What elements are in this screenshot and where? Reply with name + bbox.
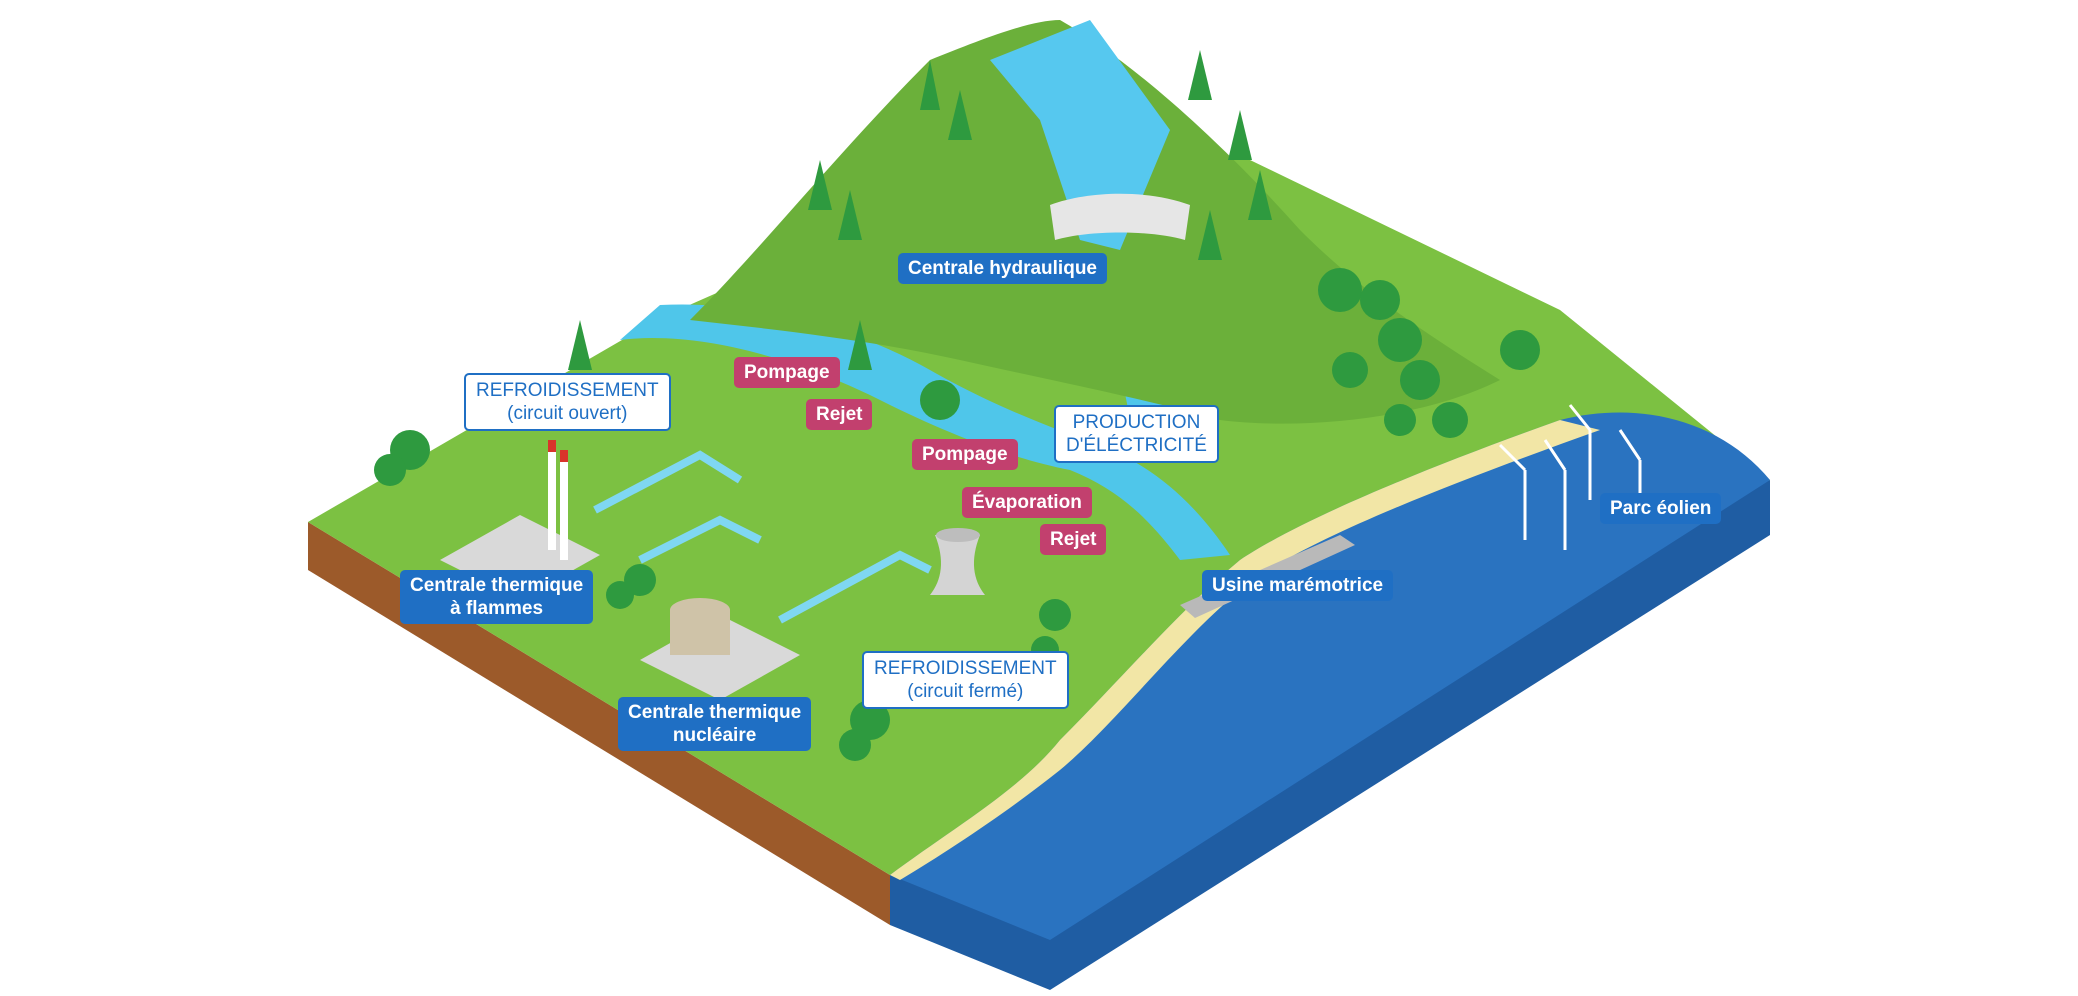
cooling-closed-label: REFROIDISSEMENT (circuit fermé) [862,651,1069,709]
sea [890,412,1770,940]
hydro-plant-label-text: Centrale hydraulique [908,258,1097,279]
nuclear-plant-buildings [640,598,800,700]
discharge-label-2: Rejet [1040,524,1107,555]
production-line1: PRODUCTION [1072,412,1201,433]
dam [1050,193,1190,240]
pumping-label-2-text: Pompage [922,444,1008,465]
cooling-closed-line1: REFROIDISSEMENT [874,658,1057,679]
nuclear-plant-label: Centrale thermique nucléaire [618,697,812,751]
flame-plant-line2: à flammes [450,598,544,619]
pumping-label-1: Pompage [734,357,840,388]
beach [890,420,1600,880]
cooling-open-label: REFROIDISSEMENT (circuit ouvert) [464,373,671,431]
production-label: PRODUCTION D'ÉLÉCTRICITÉ [1054,405,1219,463]
mountain-valley [990,20,1170,250]
wind-farm-label-text: Parc éolien [1610,498,1712,519]
discharge-label-1-text: Rejet [816,404,863,425]
flame-plant-label: Centrale thermique à flammes [400,570,594,624]
nuclear-plant-line2: nucléaire [672,725,757,746]
trees [374,50,1540,761]
river [620,304,1230,560]
discharge-label-2-text: Rejet [1050,529,1097,550]
tidal-plant-label: Usine marémotrice [1202,570,1394,601]
tidal-plant-label-text: Usine marémotrice [1212,575,1384,596]
production-line2: D'ÉLÉCTRICITÉ [1066,435,1207,456]
discharge-label-1: Rejet [806,399,873,430]
hydro-plant-label: Centrale hydraulique [898,253,1107,284]
cooling-circuits [593,450,932,624]
cooling-open-line1: REFROIDISSEMENT [476,380,659,401]
cooling-open-line2: (circuit ouvert) [507,403,628,424]
wind-turbines [1498,404,1642,550]
wind-farm-label: Parc éolien [1600,493,1722,524]
flame-plant-line1: Centrale thermique [410,575,584,596]
evaporation-label: Évaporation [962,487,1092,518]
pumping-label-2: Pompage [912,439,1018,470]
cooling-closed-line2: (circuit fermé) [907,681,1024,702]
nuclear-plant-line1: Centrale thermique [628,702,802,723]
cooling-tower [930,528,985,595]
pumping-label-1-text: Pompage [744,362,830,383]
evaporation-label-text: Évaporation [972,492,1082,513]
